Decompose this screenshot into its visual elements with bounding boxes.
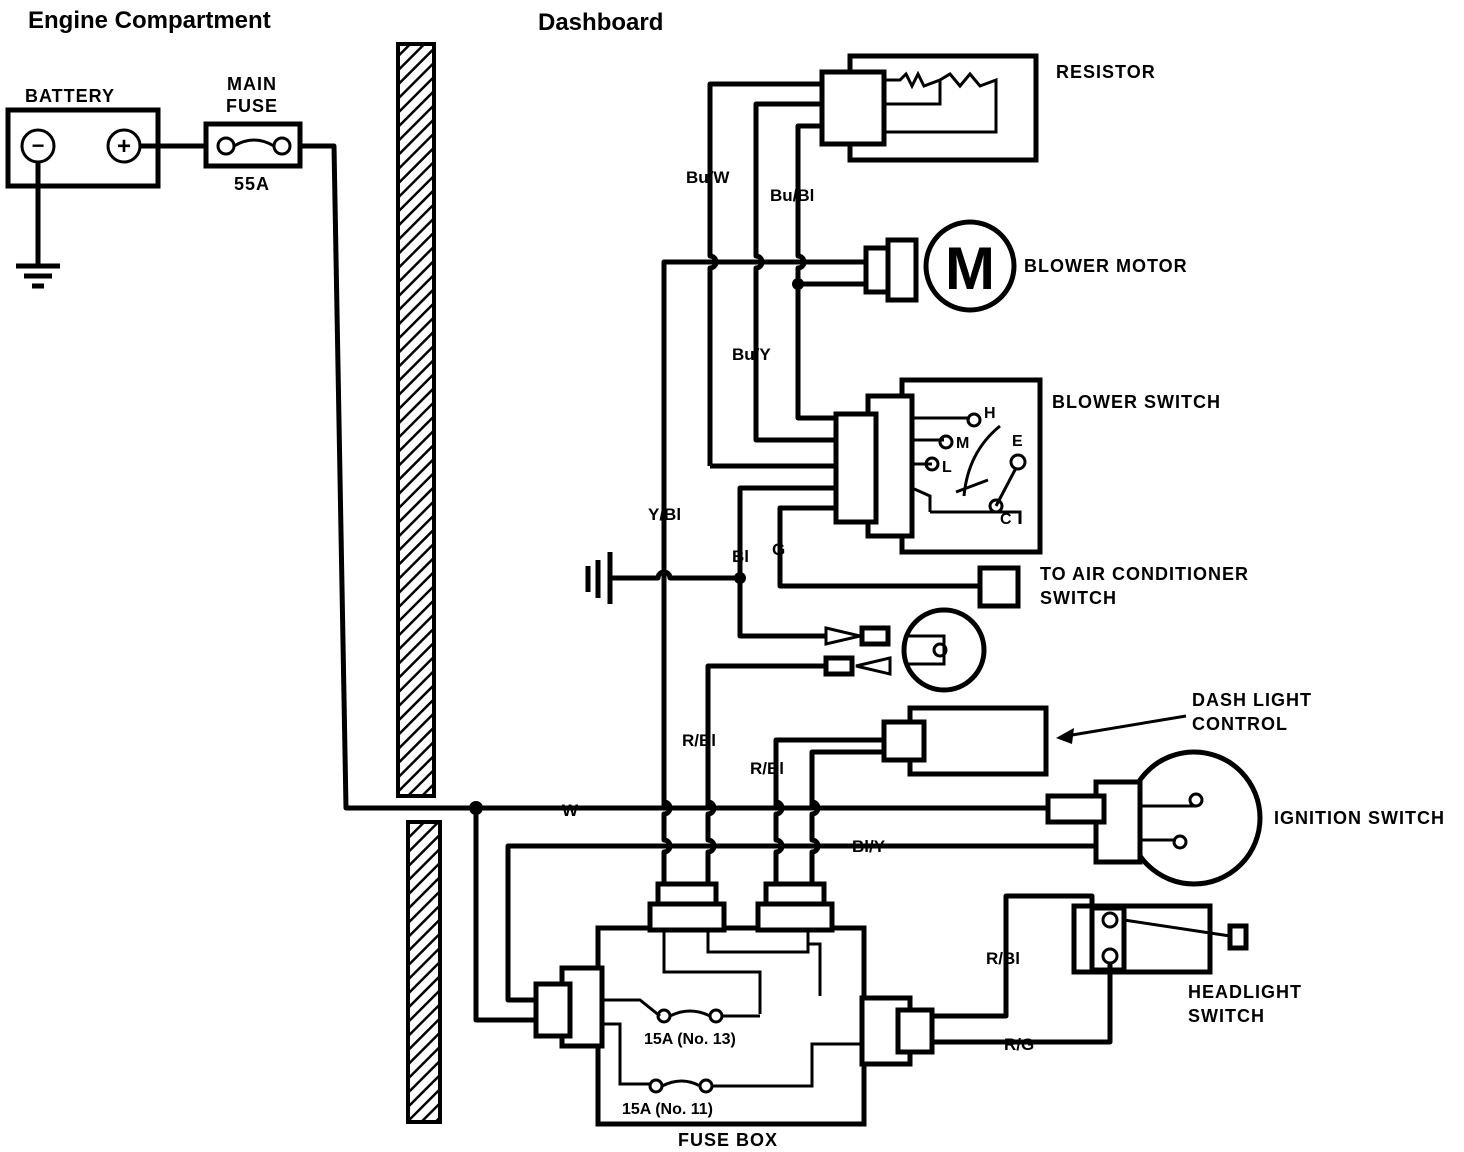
junction-dot bbox=[792, 278, 804, 290]
battery-plus-label: + bbox=[117, 133, 131, 160]
wire-bu-y bbox=[753, 250, 840, 443]
wire-y-bl-to-fusebox bbox=[661, 799, 673, 884]
dash-light-control bbox=[881, 705, 1049, 777]
dash-light-arrow bbox=[1065, 714, 1187, 738]
battery-minus-label: − bbox=[32, 133, 45, 158]
wire-label-w: W bbox=[562, 801, 579, 820]
headlight-switch-label-1: HEADLIGHT bbox=[1188, 982, 1302, 1002]
wire-label-bu-y: Bu/Y bbox=[732, 345, 771, 364]
switch-pos-e: E bbox=[1012, 433, 1023, 450]
main-fuse-label-2: FUSE bbox=[226, 96, 278, 116]
ground-symbol bbox=[585, 552, 613, 604]
wire-label-bl-y: Bl/Y bbox=[852, 837, 886, 856]
battery-label: BATTERY bbox=[25, 86, 115, 106]
wire-r-bl-bulb bbox=[705, 663, 826, 808]
wire-g bbox=[777, 505, 980, 589]
fuse-11-label: 15A (No. 11) bbox=[622, 1101, 713, 1118]
ignition-switch bbox=[1045, 749, 1263, 887]
fuse-13-label: 15A (No. 13) bbox=[644, 1031, 736, 1048]
blower-motor-label: BLOWER MOTOR bbox=[1024, 256, 1188, 276]
wire-label-r-bl-1: R/Bl bbox=[682, 731, 716, 750]
wire-dash-light-to-fusebox-2 bbox=[809, 799, 821, 884]
battery: − + bbox=[5, 107, 161, 289]
wire-dash-light-to-fusebox-1 bbox=[773, 799, 785, 884]
switch-pos-m: M bbox=[956, 435, 969, 452]
arrow-head-icon bbox=[1056, 728, 1074, 744]
main-fuse-rating: 55A bbox=[234, 174, 270, 194]
wire-bu-w bbox=[707, 81, 822, 250]
wire-dash-light-1 bbox=[773, 737, 884, 808]
switch-pos-l: L bbox=[942, 459, 952, 476]
wire-label-bu-bl: Bu/Bl bbox=[770, 186, 814, 205]
motor-symbol: M bbox=[945, 235, 995, 302]
fuse-box-label: FUSE BOX bbox=[678, 1130, 778, 1150]
dash-light-label-2: CONTROL bbox=[1192, 714, 1288, 734]
ignition-switch-label: IGNITION SWITCH bbox=[1274, 808, 1445, 828]
fuse-box bbox=[533, 881, 935, 1127]
wire-label-bu-w: Bu/W bbox=[686, 168, 730, 187]
wire-bu-bl-upper bbox=[753, 101, 822, 250]
wire-label-r-bl-3: R/Bl bbox=[986, 949, 1020, 968]
feed-to-fusebox-wire bbox=[473, 808, 538, 1023]
switch-pos-c: C bbox=[1000, 511, 1012, 528]
wire-bu-bl-lower bbox=[795, 250, 840, 421]
main-fuse-label-1: MAIN bbox=[227, 74, 277, 94]
wire-y-bl bbox=[661, 259, 866, 808]
blower-switch-label: BLOWER SWITCH bbox=[1052, 392, 1221, 412]
ac-switch-label-1: TO AIR CONDITIONER bbox=[1040, 564, 1249, 584]
ground-wire bbox=[610, 569, 740, 581]
wire-bl-to-bulb bbox=[737, 578, 826, 639]
headlight-switch bbox=[1071, 903, 1249, 975]
wire-bl bbox=[737, 485, 836, 578]
wire-r-g bbox=[932, 964, 1113, 1045]
ac-switch-connector bbox=[977, 565, 1021, 609]
headlight-switch-label-2: SWITCH bbox=[1188, 1006, 1265, 1026]
wire-r-bl-headlight bbox=[932, 893, 1095, 1019]
resistor-label: RESISTOR bbox=[1056, 62, 1156, 82]
resistor bbox=[819, 53, 1039, 163]
blower-motor: M bbox=[863, 219, 1017, 313]
engine-compartment-header: Engine Compartment bbox=[28, 7, 271, 34]
ac-switch-label-2: SWITCH bbox=[1040, 588, 1117, 608]
wire-label-r-bl-2: R/Bl bbox=[750, 759, 784, 778]
wire-bu-w-lower bbox=[707, 250, 719, 466]
firewall bbox=[396, 42, 442, 1124]
wire-dash-light-2 bbox=[809, 749, 884, 808]
wire-label-r-g: R/G bbox=[1004, 1035, 1034, 1054]
wire-bu-bl bbox=[795, 123, 822, 250]
wire-r-bl-to-fusebox bbox=[705, 799, 717, 884]
main-feed-wire bbox=[300, 143, 1050, 811]
dash-bulb bbox=[823, 607, 987, 693]
dash-light-label-1: DASH LIGHT bbox=[1192, 690, 1312, 710]
main-fuse bbox=[203, 121, 303, 169]
wire-label-bl: Bl bbox=[732, 547, 749, 566]
switch-pos-h: H bbox=[984, 405, 996, 422]
wire-label-y-bl: Y/Bl bbox=[648, 505, 681, 524]
wire-bl-y bbox=[505, 843, 1096, 1003]
dashboard-header: Dashboard bbox=[538, 9, 663, 36]
blower-switch bbox=[833, 377, 1043, 555]
wire-label-g: G bbox=[772, 540, 785, 559]
